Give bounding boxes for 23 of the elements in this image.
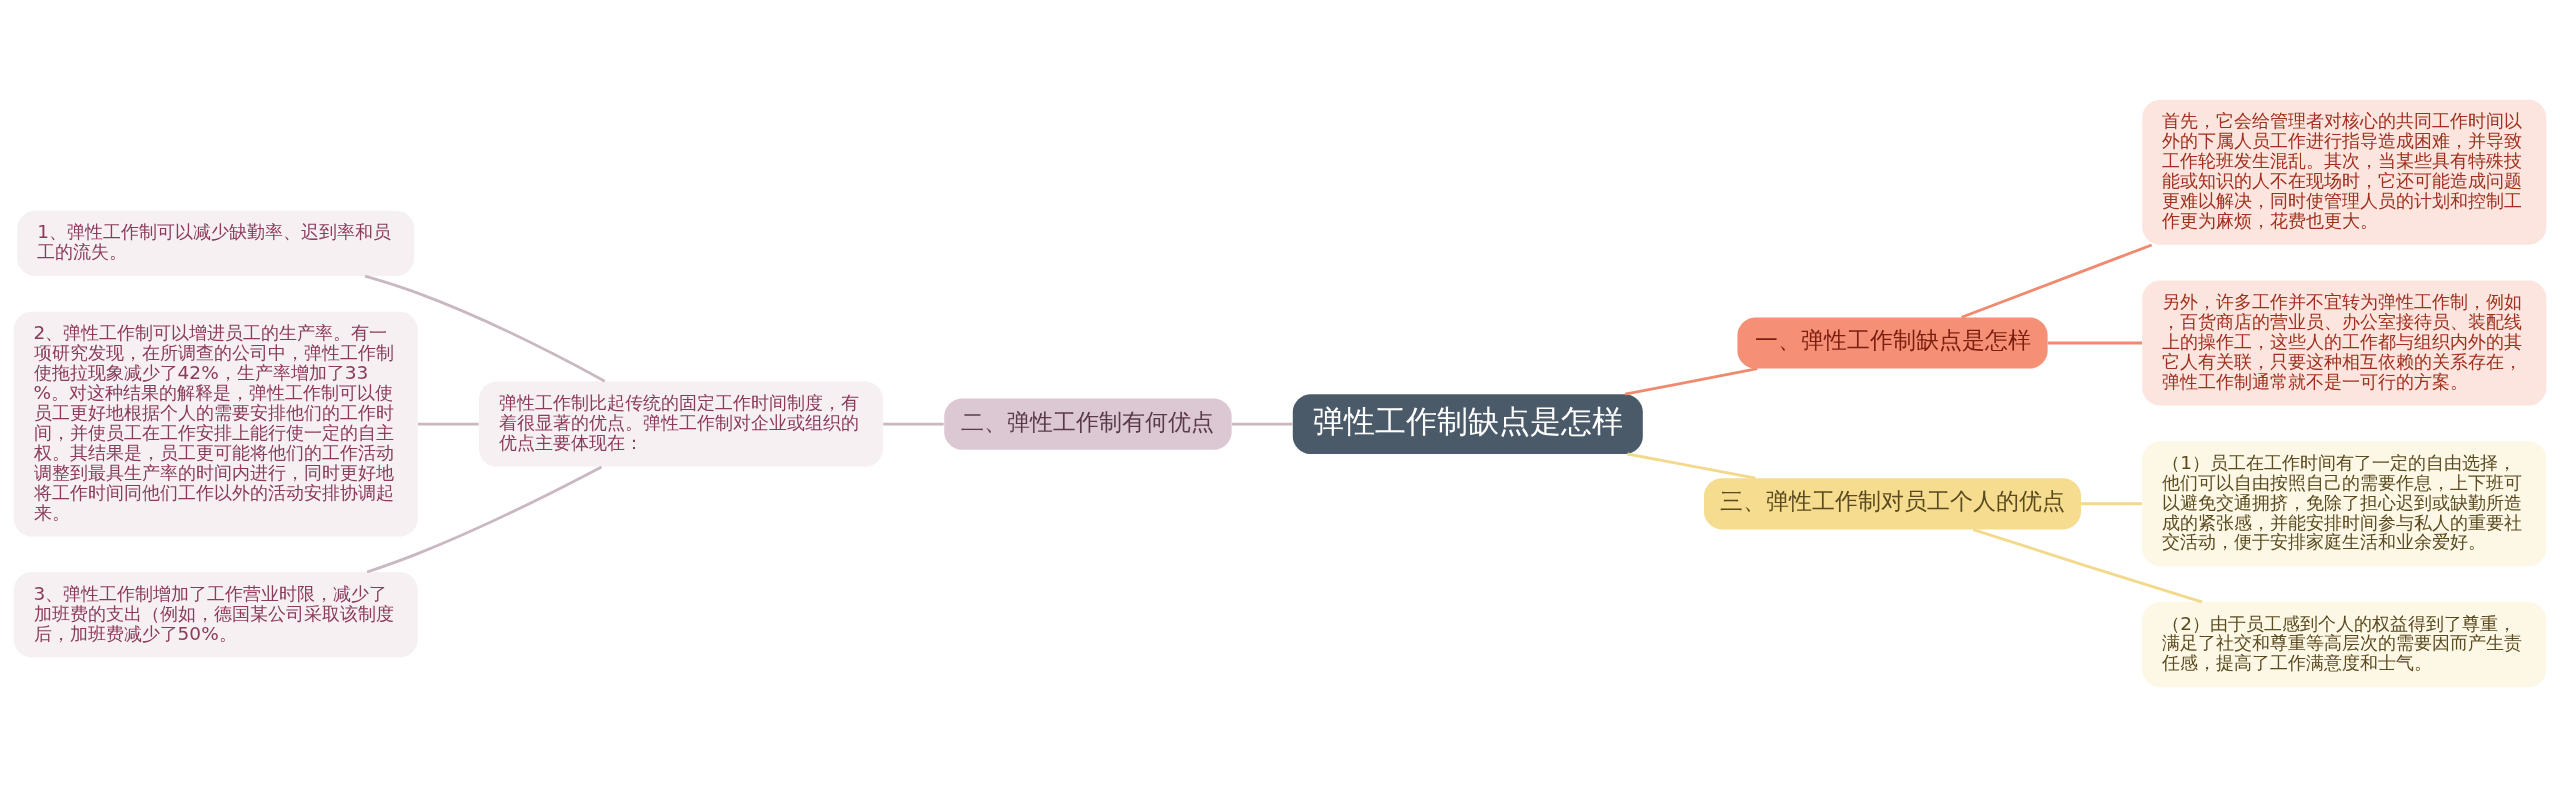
node-box: 1、弹性工作制可以减少缺勤率、迟到率和员工的流失。 — [17, 210, 415, 276]
node-box: 3、弹性工作制增加了工作营业时限，减少了加班费的支出（例如，德国某公司采取该制度后，加班费减少了50%。 — [13, 571, 418, 657]
connector — [1961, 243, 2153, 319]
node-box: 首先，它会给管理者对核心的共同工作时间以外的下属人员工作进行指导造成困难，并导致工作轮班发生混乱。其次，当某些具有特殊技能或知识的人不在现场时，它还可能造成问题更难以解决，同时使管理人员的计划和控制工作更为麻烦，花费也更大。 — [2142, 99, 2547, 245]
node-box: 弹性工作制缺点是怎样 — [1292, 393, 1643, 454]
node-box: 二、弹性工作制有何优点 — [944, 398, 1232, 450]
connector — [1231, 422, 1293, 425]
connector — [1627, 452, 1756, 480]
connector — [1972, 527, 2203, 603]
node-box: 一、弹性工作制缺点是怎样 — [1737, 316, 2048, 369]
node-box: 2、弹性工作制可以增进员工的生产率。有一项研究发现，在所调查的公司中，弹性工作制使拖拉现象减少了42%，生产率增加了33%。对这种结果的解释是，弹性工作制可以使员工更好地根据个人的需要安排他们的工作时间，并使员工在工作安排上能行使一定的自主权。其结果是，员工更可能将他们的工作活动调整到最具生产率的时间内进行，同时更好地将工作时间同他们工作以外的活动安排协调起来。 — [13, 311, 418, 536]
connector — [883, 422, 944, 425]
node-box: 三、弹性工作制对员工个人的优点 — [1704, 477, 2082, 529]
connector — [364, 274, 606, 382]
connector — [417, 422, 479, 425]
connector — [1624, 366, 1758, 396]
connector — [2081, 501, 2142, 505]
connector — [2047, 341, 2142, 344]
connector — [366, 465, 603, 573]
node-box: （1）员工在工作时间有了一定的自由选择，他们可以自由按照自己的需要作息，上下班可以避免交通拥挤，免除了担心迟到或缺勤所造成的紧张感，并能安排时间参与私人的重要社交活动，便于安排家庭生活和业余爱好。 — [2142, 440, 2547, 566]
node-box: 弹性工作制比起传统的固定工作时间制度，有着很显著的优点。弹性工作制对企业或组织的优点主要体现在： — [478, 380, 884, 467]
node-box: 另外，许多工作并不宜转为弹性工作制，例如，百货商店的营业员、办公室接待员、装配线上的操作工，这些人的工作都与组织内外的其它人有关联，只要这种相互依赖的关系存在，弹性工作制通常就不是一可行的方案。 — [2142, 279, 2547, 406]
node-box: （2）由于员工感到个人的权益得到了尊重，满足了社交和尊重等高层次的需要因而产生责任感，提高了工作满意度和士气。 — [2142, 601, 2547, 687]
